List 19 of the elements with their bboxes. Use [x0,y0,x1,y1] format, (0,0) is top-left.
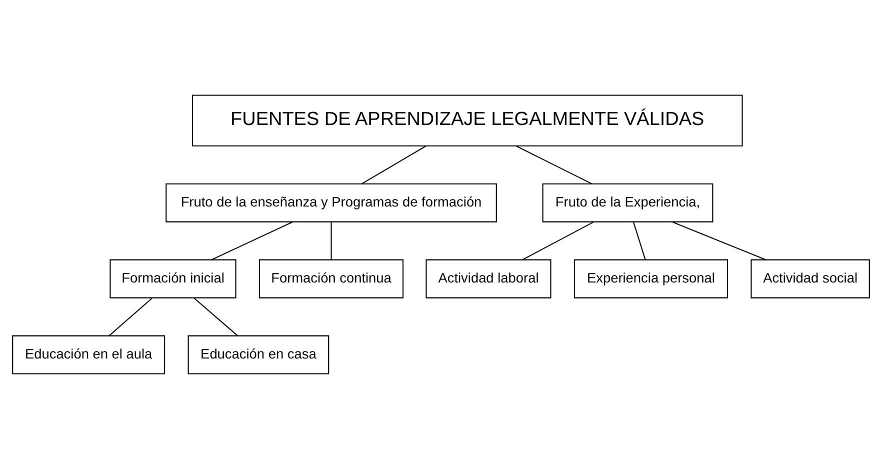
connector [672,220,766,260]
connector [194,297,238,336]
connector [108,297,152,336]
connector [330,222,332,260]
connector [633,222,646,260]
node-box: Fruto de la enseñanza y Programas de formación [166,182,497,222]
node-box: Actividad laboral [426,258,552,298]
connector [522,221,594,260]
node-box: Educación en el aula [12,334,166,374]
connector [362,144,426,184]
connector [211,220,293,260]
node-box: Formación inicial [110,258,236,298]
node-box: FUENTES DE APRENDIZAJE LEGALMENTE VÁLIDAS [192,94,743,146]
node-box: Experiencia personal [574,258,728,298]
node-box: Fruto de la Experiencia, [542,182,714,222]
connector [516,144,592,184]
node-box: Formación continua [258,258,404,298]
node-box: Educación en casa [188,334,330,374]
node-box: Actividad social [750,258,870,298]
